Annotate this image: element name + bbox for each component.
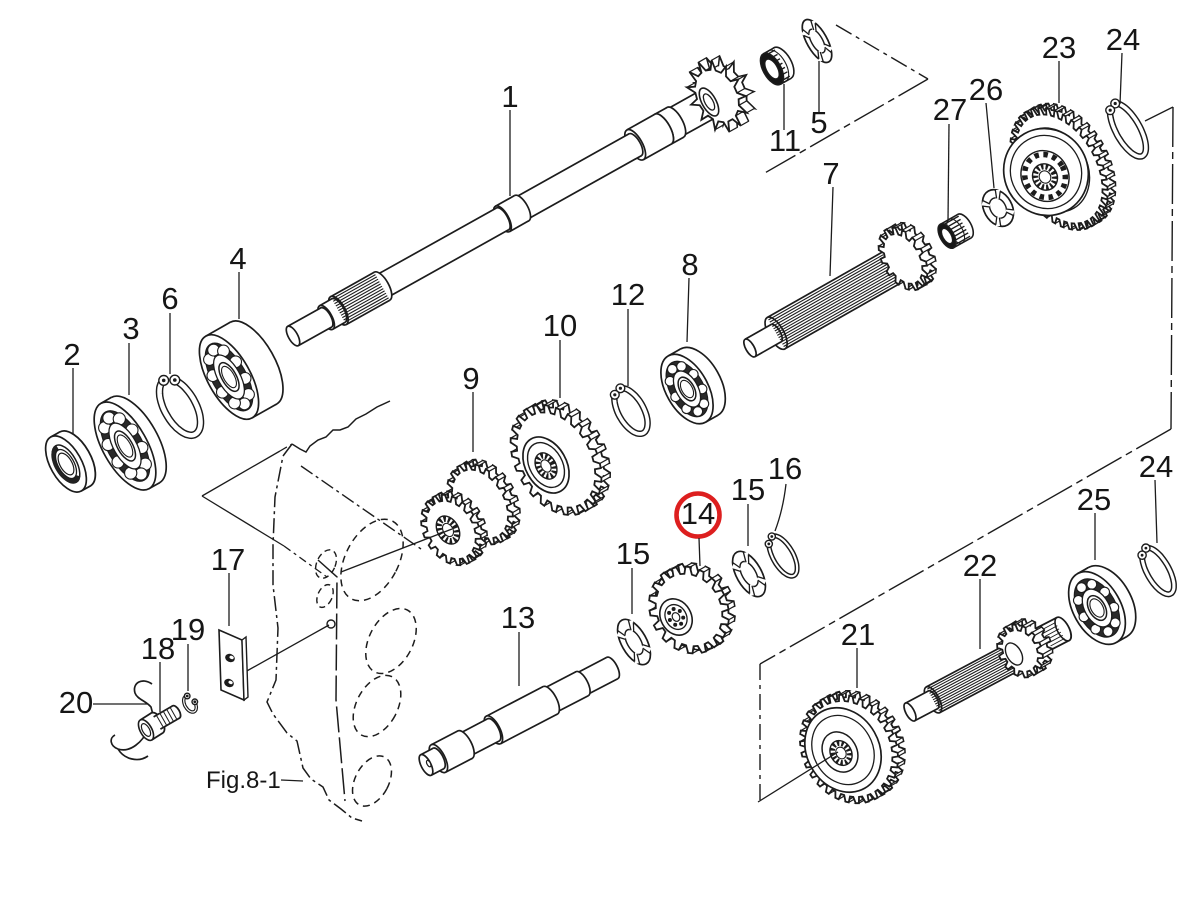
svg-text:20: 20 [59, 685, 93, 720]
svg-text:24: 24 [1139, 449, 1173, 484]
svg-text:15: 15 [616, 536, 650, 571]
svg-text:26: 26 [969, 72, 1003, 107]
svg-text:9: 9 [462, 361, 479, 396]
svg-text:14: 14 [681, 496, 715, 531]
svg-text:4: 4 [229, 241, 246, 276]
svg-text:16: 16 [768, 451, 802, 486]
svg-text:7: 7 [822, 156, 839, 191]
svg-text:23: 23 [1042, 30, 1076, 65]
svg-text:21: 21 [841, 617, 875, 652]
svg-text:12: 12 [611, 277, 645, 312]
svg-text:Fig.8-1: Fig.8-1 [206, 767, 281, 794]
svg-text:10: 10 [543, 308, 577, 343]
svg-text:11: 11 [769, 123, 801, 158]
svg-text:2: 2 [63, 337, 80, 372]
svg-text:22: 22 [963, 548, 997, 583]
svg-text:15: 15 [731, 472, 765, 507]
svg-text:25: 25 [1077, 482, 1111, 517]
svg-text:27: 27 [933, 92, 967, 127]
svg-text:3: 3 [122, 311, 139, 346]
svg-text:5: 5 [810, 105, 827, 140]
svg-text:1: 1 [501, 79, 518, 114]
svg-text:6: 6 [161, 281, 178, 316]
svg-text:17: 17 [211, 542, 245, 577]
svg-text:8: 8 [681, 247, 698, 282]
svg-text:24: 24 [1106, 22, 1140, 57]
svg-text:19: 19 [171, 612, 205, 647]
svg-text:13: 13 [501, 600, 535, 635]
